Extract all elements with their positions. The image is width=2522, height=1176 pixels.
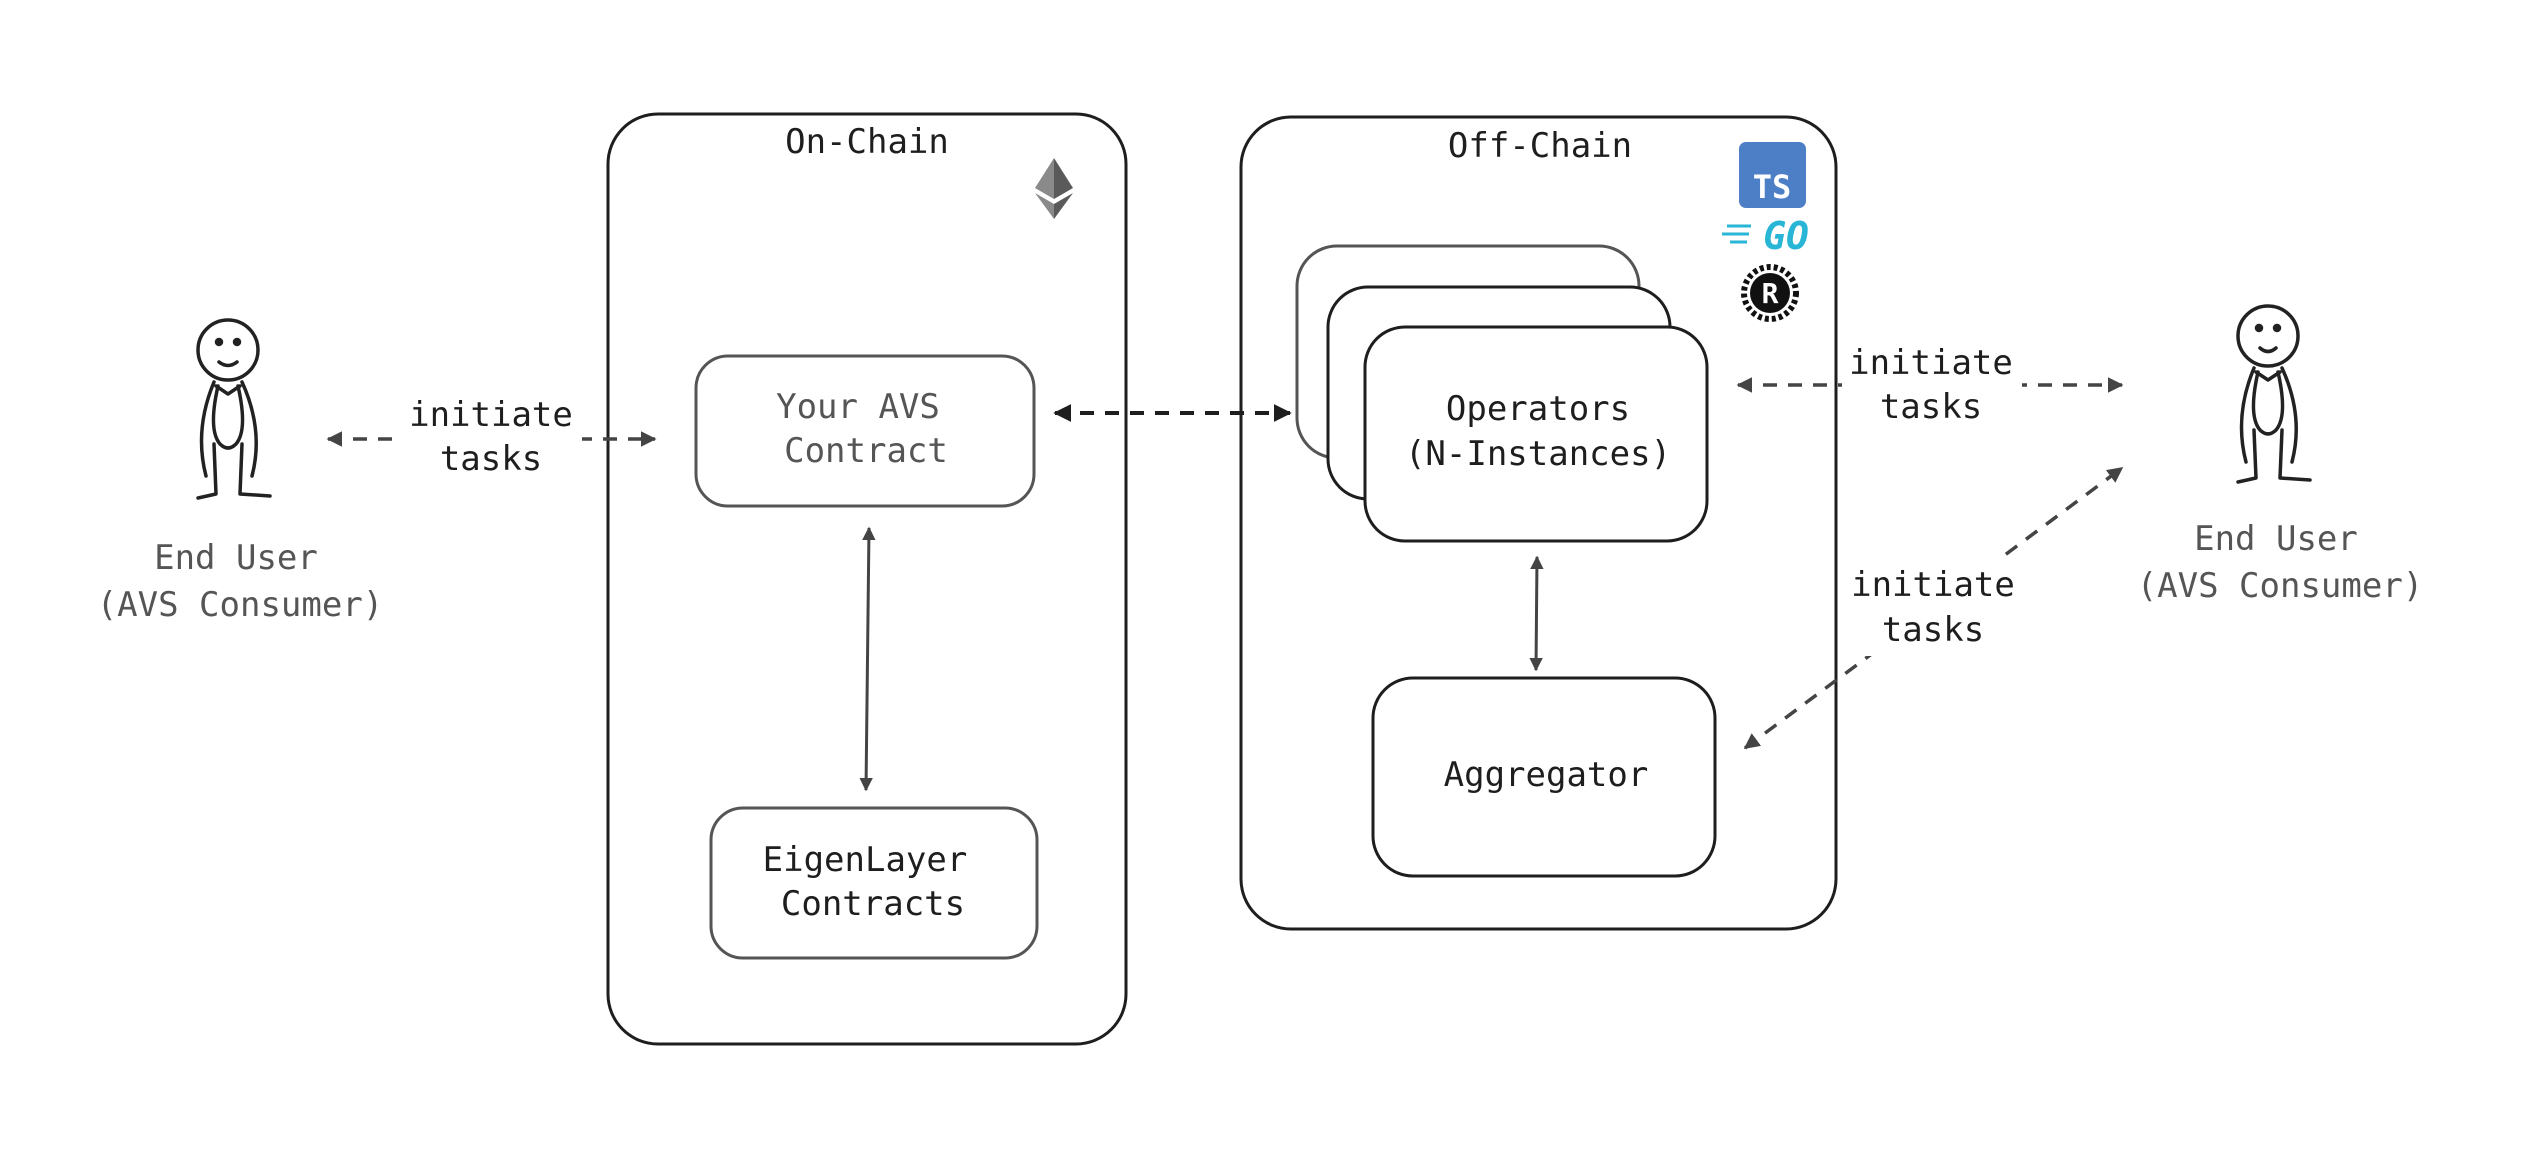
- avs-eigenlayer-connector: [859, 526, 876, 792]
- aggregator-box: [1371, 676, 1717, 878]
- stick-figure-icon: [196, 318, 272, 500]
- rust-icon: R: [1741, 264, 1799, 322]
- ethereum-icon: [1035, 158, 1073, 219]
- eigenlayer-label-line1: EigenLayer: [763, 840, 968, 880]
- left-task-label-bg: [402, 390, 582, 482]
- avs-contract-label-line2: Contract: [784, 431, 948, 471]
- right-bottom-task-label-line2: tasks: [1882, 610, 1984, 650]
- right-end-user: End User (AVS Consumer): [2137, 304, 2424, 606]
- left-user-label-line1: End User: [154, 538, 318, 578]
- go-icon: GO: [1722, 214, 1809, 258]
- on-chain-title: On-Chain: [785, 122, 949, 162]
- svg-text:GO: GO: [1763, 214, 1809, 258]
- operators-box: [1363, 325, 1709, 543]
- svg-text:R: R: [1762, 277, 1779, 310]
- on-chain-container: [606, 112, 1128, 1046]
- left-user-label-line2: (AVS Consumer): [97, 585, 384, 625]
- left-task-label-line1: initiate: [409, 395, 573, 435]
- right-bottom-task-label-bg: [1844, 556, 2024, 656]
- stick-figure-icon: [2236, 304, 2312, 484]
- off-chain-title: Off-Chain: [1448, 126, 1632, 166]
- right-top-task-label-line1: initiate: [1849, 343, 2013, 383]
- left-end-user: End User (AVS Consumer): [97, 318, 384, 625]
- aggregator-label: Aggregator: [1444, 755, 1649, 795]
- operators-label-line2: (N-Instances): [1405, 434, 1671, 474]
- avs-contract-label-line1: Your AVS: [776, 387, 940, 427]
- operators-aggregator-connector: [1529, 555, 1544, 672]
- off-chain-group: Off-Chain TS GO R Operators (N-Instances…: [1239, 115, 1838, 931]
- right-user-label-line2: (AVS Consumer): [2137, 566, 2424, 606]
- right-user-label-line1: End User: [2194, 519, 2358, 559]
- avs-contract-box: [694, 354, 1036, 508]
- svg-text:TS: TS: [1753, 168, 1792, 206]
- on-chain-group: On-Chain Your AVS Contract EigenLayer Co…: [606, 112, 1128, 1046]
- eigenlayer-label-line2: Contracts: [781, 884, 965, 924]
- typescript-icon: TS: [1739, 142, 1806, 208]
- operators-label-line1: Operators: [1446, 389, 1630, 429]
- right-top-task-label-line2: tasks: [1880, 387, 1982, 427]
- left-task-label-line2: tasks: [440, 439, 542, 479]
- right-bottom-task-label-line1: initiate: [1851, 565, 2015, 605]
- eigenlayer-contracts-box: [709, 806, 1039, 960]
- right-top-task-label-bg: [1842, 336, 2022, 430]
